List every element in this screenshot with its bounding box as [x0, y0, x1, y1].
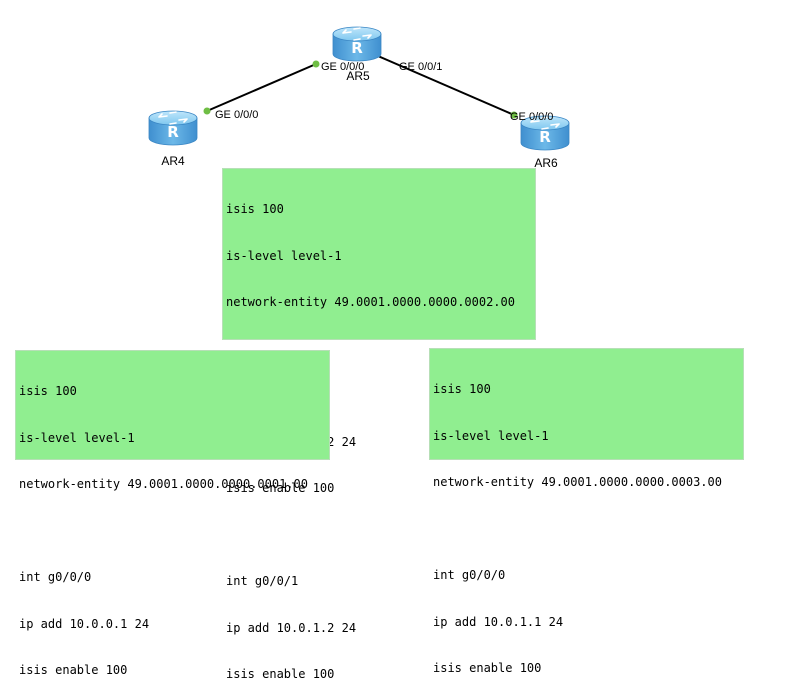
router-label-ar6: AR6 [534, 156, 558, 170]
config-line: is-level level-1 [433, 428, 549, 443]
config-note-ar5: isis 100 is-level level-1 network-entity… [222, 168, 536, 681]
config-line: isis 100 [19, 384, 77, 398]
router-icon [148, 110, 198, 146]
config-line: ip add 10.0.1.1 24 [433, 614, 564, 629]
topology-canvas: R AR5 AR4 AR6 GE 0/0/0 GE 0/0/0 GE 0/0/1… [148, 26, 570, 170]
router-icon [332, 26, 382, 62]
config-line [19, 524, 326, 540]
config-note-ar4: isis 100 is-level level-1 network-entity… [15, 350, 330, 677]
config-line [433, 522, 740, 538]
config-line: ip add 10.0.0.1 24 [19, 616, 150, 631]
port-dot [312, 60, 320, 68]
port-label-ar5-ge0: GE 0/0/0 [321, 61, 364, 73]
link-ar5-ar6[interactable] [377, 55, 515, 116]
config-line: isis 100 [433, 382, 491, 396]
port-dot [510, 111, 518, 119]
config-line: int g0/0/0 [433, 568, 506, 582]
port-label-ar4-ge0: GE 0/0/0 [215, 109, 258, 121]
router-label-ar4: AR4 [161, 154, 185, 168]
config-line: is-level level-1 [19, 430, 135, 445]
router-label-ar5: AR5 [346, 69, 370, 83]
config-line: network-entity 49.0001.0000.0000.0002.00 [226, 295, 515, 309]
config-note-ar6: isis 100 is-level level-1 network-entity… [429, 348, 744, 675]
config-line: isis enable 100 [19, 663, 128, 677]
link-ar4-ar5[interactable] [206, 63, 317, 112]
config-line: network-entity 49.0001.0000.0000.0003.00 [433, 475, 722, 489]
router-ar5[interactable] [332, 26, 382, 62]
config-line: network-entity 49.0001.0000.0000.0001.00 [19, 477, 308, 491]
config-line: isis 100 [226, 202, 284, 216]
port-label-ar5-ge1: GE 0/0/1 [399, 61, 442, 73]
config-line: int g0/0/0 [19, 570, 92, 584]
port-dot [203, 107, 211, 115]
config-line: is-level level-1 [226, 248, 342, 263]
router-ar4[interactable] [148, 110, 198, 146]
port-label-ar6-ge0: GE 0/0/0 [510, 111, 553, 123]
config-line: isis enable 100 [433, 661, 542, 675]
